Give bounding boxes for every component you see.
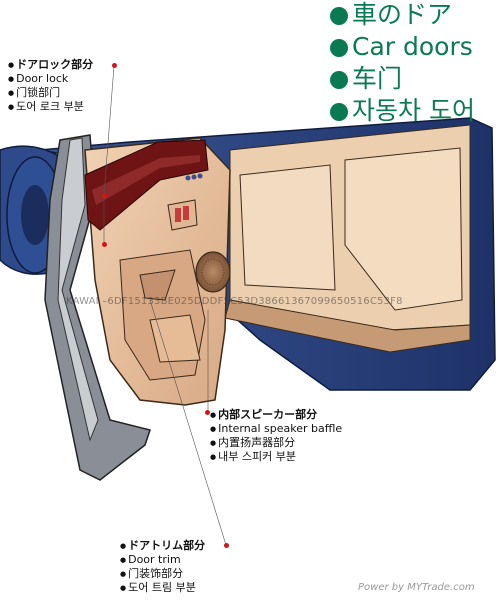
speaker-marker xyxy=(205,410,210,415)
leader-lines xyxy=(103,65,227,546)
door-lock-label: ドアロック部分 Door lock 门锁部门 도어 로크 부분 xyxy=(8,58,93,114)
watermark-code: KAWAI –6DF15133BE025DDDF5C53D38661367099… xyxy=(66,296,403,307)
bullet-icon xyxy=(330,7,348,25)
door-lock-marker xyxy=(112,63,117,68)
bullet-icon xyxy=(330,39,348,57)
door-trim-label: ドアトリム部分 Door trim 门装饰部分 도어 트림 부분 xyxy=(120,539,205,595)
watermark-site: Power by MYTrade.com xyxy=(358,582,475,593)
car-interior xyxy=(224,124,471,353)
bullet-icon xyxy=(330,103,348,121)
title-korean: 자동차 도어 xyxy=(330,96,475,126)
title-japanese: 車のドア xyxy=(330,0,452,30)
bullet-icon xyxy=(330,71,348,89)
speaker-baffle xyxy=(195,251,231,293)
title-chinese: 车门 xyxy=(330,64,402,94)
speaker-baffle-label: 内部スピーカー部分 Internal speaker baffle 内置扬声器部… xyxy=(210,408,342,464)
door-trim-panel-marker xyxy=(102,242,107,247)
title-english: Car doors xyxy=(330,32,473,62)
window-switch xyxy=(167,173,203,231)
wood-panel xyxy=(84,139,209,231)
door-trim-marker xyxy=(224,543,229,548)
door-lock-panel-marker xyxy=(102,193,107,198)
